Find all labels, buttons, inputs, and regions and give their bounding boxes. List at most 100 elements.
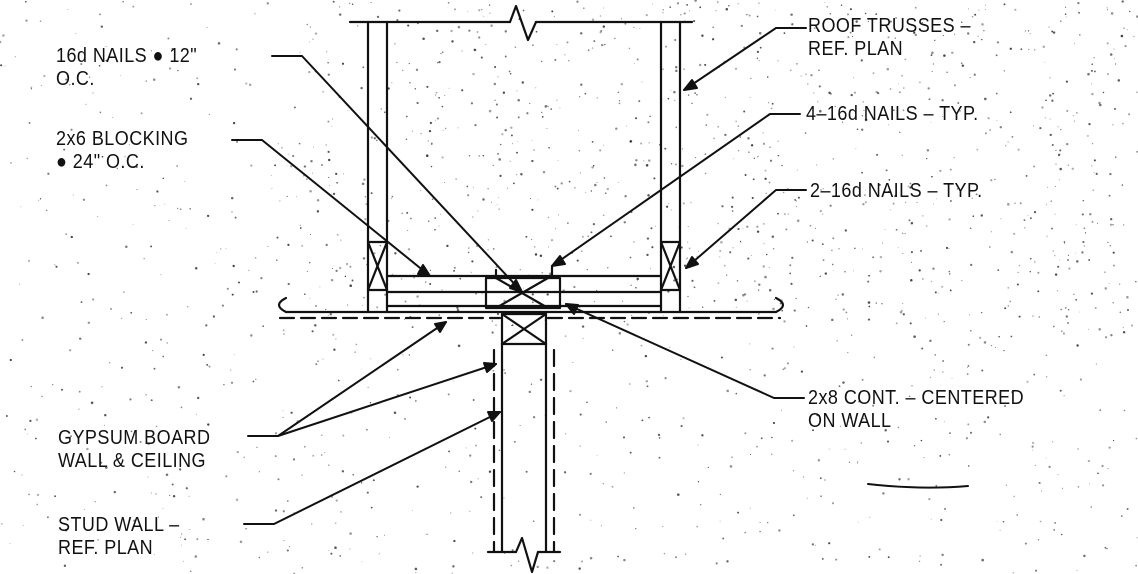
speckle-dot: [391, 82, 393, 84]
speckle-dot: [618, 332, 622, 335]
speckle-dot: [534, 253, 538, 256]
speckle-dot: [747, 257, 750, 260]
speckle-dot: [1090, 506, 1092, 508]
speckle-dot: [1083, 245, 1085, 247]
speckle-dot: [842, 381, 845, 384]
speckle-dot: [707, 466, 710, 469]
speckle-dot: [611, 349, 614, 351]
speckle-dot: [1082, 240, 1085, 244]
speckle-dot: [675, 66, 678, 69]
speckle-dot: [299, 224, 301, 226]
speckle-dot: [1106, 7, 1108, 9]
speckle-dot: [1093, 70, 1096, 73]
speckle-dot: [1020, 48, 1023, 51]
speckle-dot: [990, 231, 992, 233]
speckle-dot: [254, 13, 256, 15]
speckle-dot: [930, 121, 932, 123]
speckle-dot: [1042, 45, 1046, 49]
speckle-dot: [981, 312, 983, 314]
speckle-dot: [335, 269, 338, 273]
speckle-dot: [522, 9, 525, 12]
speckle-dot: [337, 379, 340, 382]
speckle-dot: [99, 111, 102, 114]
speckle-dot: [717, 282, 720, 284]
speckle-dot: [473, 48, 477, 52]
speckle-dot: [354, 351, 356, 353]
speckle-dot: [590, 519, 592, 521]
speckle-dot: [230, 196, 234, 200]
speckle-dot: [824, 2, 826, 4]
speckle-dot: [902, 252, 904, 255]
speckle-dot: [438, 314, 440, 316]
speckle-dot: [531, 44, 534, 47]
speckle-dot: [1065, 142, 1069, 146]
speckle-dot: [756, 50, 760, 54]
speckle-dot: [563, 471, 567, 474]
speckle-dot: [641, 81, 643, 83]
speckle-dot: [153, 367, 156, 370]
speckle-dot: [887, 190, 890, 193]
speckle-dot: [824, 479, 826, 481]
speckle-dot: [308, 41, 310, 43]
speckle-dot: [744, 174, 747, 176]
speckle-dot: [517, 116, 520, 119]
speckle-dot: [124, 156, 126, 158]
speckle-dot: [935, 484, 938, 487]
speckle-dot: [1052, 325, 1055, 328]
speckle-dot: [503, 497, 505, 499]
speckle-dot: [1107, 241, 1109, 244]
speckle-dot: [360, 482, 363, 484]
speckle-dot: [590, 190, 593, 192]
speckle-dot: [444, 182, 446, 184]
speckle-dot: [1029, 271, 1031, 273]
speckle-dot: [662, 525, 664, 528]
speckle-dot: [177, 69, 179, 72]
speckle-dot: [301, 474, 303, 476]
speckle-dot: [271, 174, 273, 176]
speckle-dot: [965, 437, 969, 440]
speckle-dot: [252, 380, 255, 383]
speckle-dot: [567, 59, 570, 62]
speckle-dot: [790, 282, 793, 286]
speckle-dot: [341, 470, 345, 473]
speckle-dot: [370, 358, 372, 360]
speckle-dot: [442, 129, 444, 131]
speckle-dot: [531, 301, 534, 304]
speckle-dot: [36, 503, 38, 506]
speckle-dot: [774, 9, 776, 11]
speckle-dot: [440, 52, 442, 55]
speckle-dot: [80, 62, 83, 66]
speckle-dot: [548, 246, 549, 248]
speckle-dot: [177, 207, 179, 209]
speckle-dot: [919, 555, 921, 557]
speckle-dot: [1123, 409, 1126, 412]
speckle-dot: [480, 8, 483, 11]
speckle-dot: [691, 279, 694, 282]
speckle-dot: [1013, 232, 1016, 235]
speckle-dot: [846, 21, 848, 24]
speckle-dot: [450, 512, 452, 514]
speckle-dot: [978, 336, 982, 340]
speckle-dot: [666, 205, 669, 208]
speckle-dot: [579, 96, 581, 98]
speckle-dot: [184, 538, 187, 541]
speckle-dot: [267, 246, 269, 247]
speckle-dot: [1126, 29, 1128, 31]
speckle-dot: [335, 338, 337, 340]
speckle-dot: [1077, 486, 1080, 488]
speckle-dot: [810, 74, 813, 77]
speckle-dot: [832, 237, 835, 240]
speckle-dot: [378, 553, 380, 555]
speckle-dot: [288, 153, 290, 155]
speckle-dot: [863, 109, 865, 112]
speckle-dot: [267, 551, 269, 553]
speckle-dot: [296, 195, 297, 197]
speckle-dot: [694, 92, 696, 94]
speckle-dot: [819, 109, 822, 113]
speckle-dot: [592, 222, 596, 226]
speckle-dot: [454, 8, 456, 11]
speckle-dot: [634, 163, 637, 167]
speckle-dot: [603, 177, 606, 179]
speckle-dot: [1106, 9, 1108, 11]
speckle-dot: [456, 308, 460, 312]
